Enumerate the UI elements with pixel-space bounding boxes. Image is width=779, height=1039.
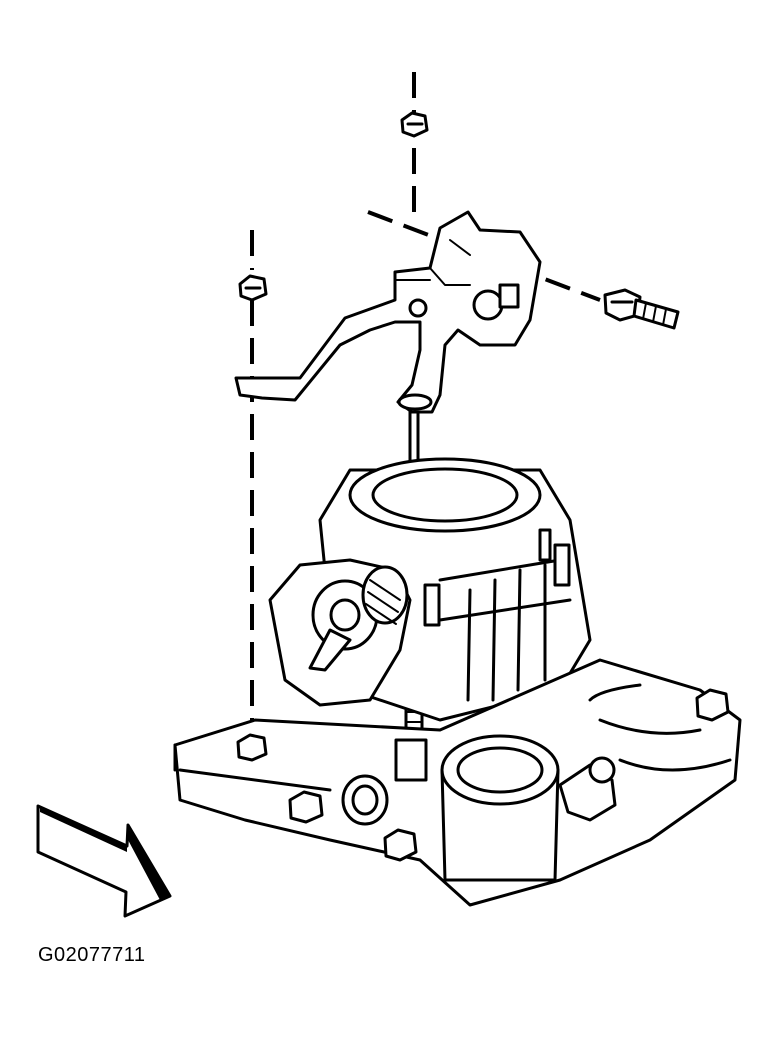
left-nut bbox=[238, 274, 268, 302]
side-bolt bbox=[603, 288, 680, 330]
front-arrow-icon bbox=[36, 804, 172, 918]
figure-code: G02077711 bbox=[38, 944, 146, 966]
bracket bbox=[234, 210, 542, 414]
top-nut bbox=[400, 111, 429, 138]
intake-manifold bbox=[173, 658, 742, 907]
throttle-body bbox=[268, 457, 592, 722]
